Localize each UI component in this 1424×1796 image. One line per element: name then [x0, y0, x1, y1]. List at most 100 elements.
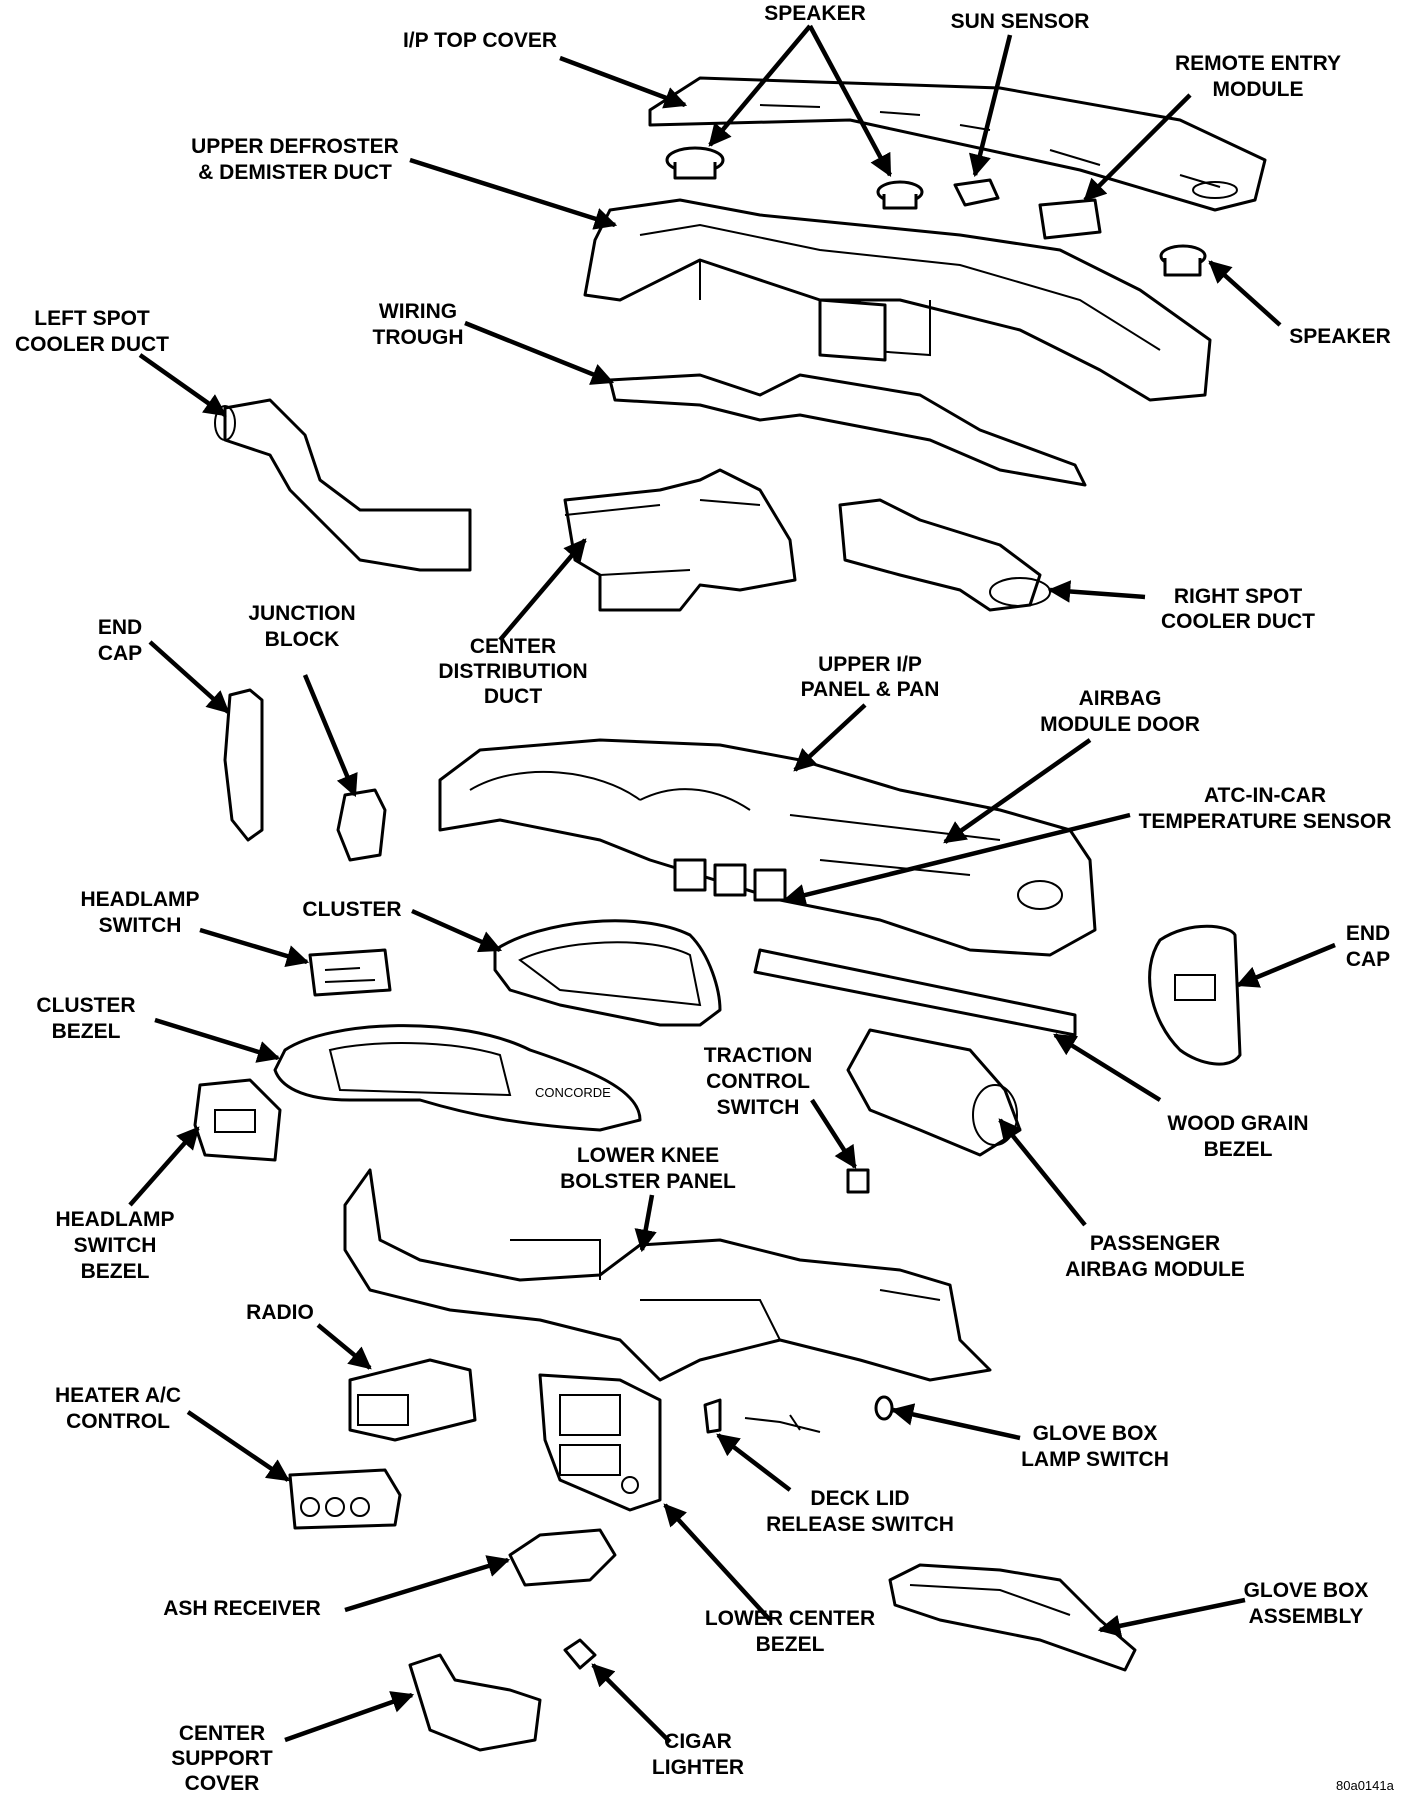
upper-ip-panel-part [438, 738, 1097, 957]
label-lower-knee-bolster-2: BOLSTER PANEL [560, 1170, 736, 1193]
label-glove-box-lamp-switch: GLOVE BOX [1033, 1422, 1158, 1445]
upper-defroster-duct-part [583, 198, 1212, 402]
label-headlamp-switch-bezel-2: SWITCH [74, 1234, 157, 1257]
label-cluster-bezel: CLUSTER [36, 994, 135, 1017]
leader-arrows [128, 24, 1336, 1744]
label-wiring-trough: WIRING [379, 300, 457, 323]
label-passenger-airbag: PASSENGER [1090, 1232, 1220, 1255]
label-ash-receiver: ASH RECEIVER [163, 1597, 321, 1620]
label-glove-box-lamp-switch-2: LAMP SWITCH [1021, 1448, 1169, 1471]
label-center-support-cover-3: COVER [185, 1772, 260, 1795]
label-headlamp-switch-bezel-3: BEZEL [81, 1260, 150, 1283]
label-lower-center-bezel: LOWER CENTER [705, 1607, 875, 1630]
center-support-cover-part [408, 1653, 542, 1752]
deck-lid-release-switch-part [703, 1398, 821, 1434]
label-passenger-airbag-2: AIRBAG MODULE [1065, 1258, 1245, 1281]
sun-sensor-part [953, 178, 1000, 207]
passenger-airbag-module-part [846, 1028, 1022, 1157]
label-deck-lid-release: DECK LID [810, 1487, 909, 1510]
center-distribution-duct-part [563, 468, 797, 612]
label-cluster-bezel-2: BEZEL [52, 1020, 121, 1043]
right-spot-cooler-duct-part [838, 498, 1051, 612]
label-speaker-right: SPEAKER [1289, 325, 1391, 348]
ash-receiver-part [508, 1528, 617, 1587]
label-cigar-lighter: CIGAR [664, 1730, 732, 1753]
glove-box-assembly-part [888, 1563, 1137, 1672]
lower-center-bezel-part [538, 1373, 662, 1512]
ip-top-cover-part [648, 76, 1267, 212]
label-airbag-door: AIRBAG [1079, 687, 1162, 710]
label-junction-block: JUNCTION [248, 602, 355, 625]
remote-entry-module-part [1038, 198, 1102, 240]
label-glove-box-assembly: GLOVE BOX [1244, 1579, 1369, 1602]
label-upper-ip-panel: UPPER I/P [818, 653, 922, 676]
label-wood-grain-bezel: WOOD GRAIN [1167, 1112, 1308, 1135]
label-cluster: CLUSTER [302, 898, 401, 921]
radio-part [348, 1358, 477, 1442]
label-end-cap-right-2: CAP [1346, 948, 1390, 971]
label-traction-control-2: CONTROL [706, 1070, 810, 1093]
label-atc-sensor: ATC-IN-CAR [1204, 784, 1326, 807]
label-airbag-door-2: MODULE DOOR [1040, 713, 1200, 736]
label-speaker-top: SPEAKER [764, 2, 866, 25]
label-headlamp-switch: HEADLAMP [81, 888, 200, 911]
label-heater-ac-control-2: CONTROL [66, 1410, 170, 1433]
label-left-spot-cooler: LEFT SPOT [34, 307, 150, 330]
label-cigar-lighter-2: LIGHTER [652, 1756, 744, 1779]
label-end-cap-left: END [98, 616, 142, 639]
glove-box-lamp-switch-part [874, 1395, 894, 1421]
wiring-trough-part [608, 373, 1087, 487]
label-left-spot-cooler-2: COOLER DUCT [15, 333, 169, 356]
cluster-part [493, 919, 722, 1027]
svg-text:CONCORDE: CONCORDE [535, 1085, 611, 1100]
traction-control-switch-part [846, 1168, 870, 1194]
label-end-cap-right: END [1346, 922, 1390, 945]
label-center-support-cover-2: SUPPORT [171, 1747, 273, 1770]
label-upper-ip-panel-2: PANEL & PAN [801, 678, 940, 701]
label-heater-ac-control: HEATER A/C [55, 1384, 181, 1407]
left-spot-cooler-duct-part [214, 398, 472, 572]
headlamp-switch-bezel-part [193, 1078, 282, 1162]
part-labels: I/P TOP COVER SPEAKER SUN SENSOR REMOTE … [15, 2, 1395, 1795]
wood-grain-bezel-part [753, 948, 1077, 1037]
heater-ac-control-part [288, 1468, 402, 1530]
label-right-spot-cooler: RIGHT SPOT [1174, 585, 1303, 608]
label-radio: RADIO [246, 1301, 314, 1324]
speaker-right-part [1159, 244, 1207, 277]
label-traction-control-3: SWITCH [717, 1096, 800, 1119]
label-center-distribution-2: DISTRIBUTION [438, 660, 587, 683]
label-remote-entry-module-2: MODULE [1213, 78, 1304, 101]
label-deck-lid-release-2: RELEASE SWITCH [766, 1513, 954, 1536]
end-cap-right-part [1148, 924, 1242, 1066]
figure-code: 80a0141a [1336, 1778, 1395, 1793]
headlamp-switch-part [308, 948, 392, 997]
end-cap-left-part [223, 688, 264, 842]
label-lower-center-bezel-2: BEZEL [756, 1633, 825, 1656]
junction-block-part [336, 788, 387, 862]
label-wood-grain-bezel-2: BEZEL [1204, 1138, 1273, 1161]
label-remote-entry-module: REMOTE ENTRY [1175, 52, 1341, 75]
label-right-spot-cooler-2: COOLER DUCT [1161, 610, 1315, 633]
label-center-distribution: CENTER [470, 635, 556, 658]
label-sun-sensor: SUN SENSOR [951, 10, 1090, 33]
label-traction-control: TRACTION [704, 1044, 813, 1067]
label-upper-defroster: UPPER DEFROSTER [191, 135, 399, 158]
speaker-center-part [876, 180, 924, 210]
label-glove-box-assembly-2: ASSEMBLY [1249, 1605, 1364, 1628]
label-atc-sensor-2: TEMPERATURE SENSOR [1139, 810, 1392, 833]
label-center-support-cover: CENTER [179, 1722, 265, 1745]
label-end-cap-left-2: CAP [98, 642, 142, 665]
label-upper-defroster-2: & DEMISTER DUCT [198, 161, 392, 184]
speaker-left-part [665, 146, 725, 180]
label-center-distribution-3: DUCT [484, 685, 542, 708]
label-ip-top-cover: I/P TOP COVER [403, 29, 557, 52]
lower-knee-bolster-panel-part [343, 1168, 992, 1382]
label-headlamp-switch-bezel: HEADLAMP [56, 1208, 175, 1231]
label-wiring-trough-2: TROUGH [373, 326, 464, 349]
label-lower-knee-bolster: LOWER KNEE [577, 1144, 719, 1167]
label-junction-block-2: BLOCK [265, 628, 340, 651]
label-headlamp-switch-2: SWITCH [99, 914, 182, 937]
cluster-bezel-part: CONCORDE [273, 1024, 642, 1132]
cigar-lighter-part [563, 1638, 597, 1670]
